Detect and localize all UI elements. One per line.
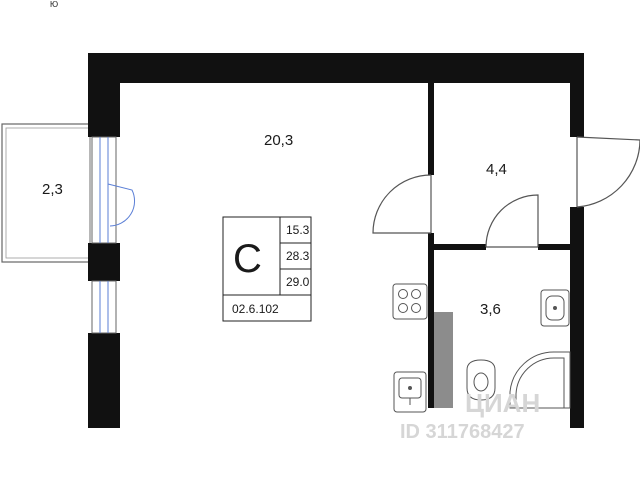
total-area-value: 28.3 [286,249,310,263]
washbasin-icon [540,289,570,327]
toilet-icon [466,359,496,401]
living-area-value: 15.3 [286,223,310,237]
shower-tray-icon [509,351,571,409]
room-area-bathroom: 3,6 [480,301,501,318]
door-bathroom [485,194,539,248]
interior-walls [428,83,570,408]
exterior-walls [88,53,584,428]
room-area-hall: 4,4 [486,161,507,178]
door-entrance [576,136,640,208]
kitchen-sink-icon [393,371,427,413]
stove-icon [392,283,428,320]
corner-marker: Ю [50,0,58,9]
total-with-balcony-value: 29.0 [286,275,310,289]
apartment-code: 02.6.102 [232,302,279,316]
window-upper [91,136,136,244]
window-lower [91,280,117,334]
watermark: ЦИАН ID 311768427 [400,388,540,443]
apartment-type-letter: С [233,237,262,281]
room-area-balcony: 2,3 [42,181,63,198]
apartment-info-card [222,216,312,322]
watermark-id: ID 311768427 [400,421,525,443]
door-room-to-hall [372,174,432,234]
watermark-logo: ЦИАН [465,388,540,418]
balcony [1,123,91,263]
ventilation-shaft [434,312,453,408]
room-area-main: 20,3 [264,132,293,149]
